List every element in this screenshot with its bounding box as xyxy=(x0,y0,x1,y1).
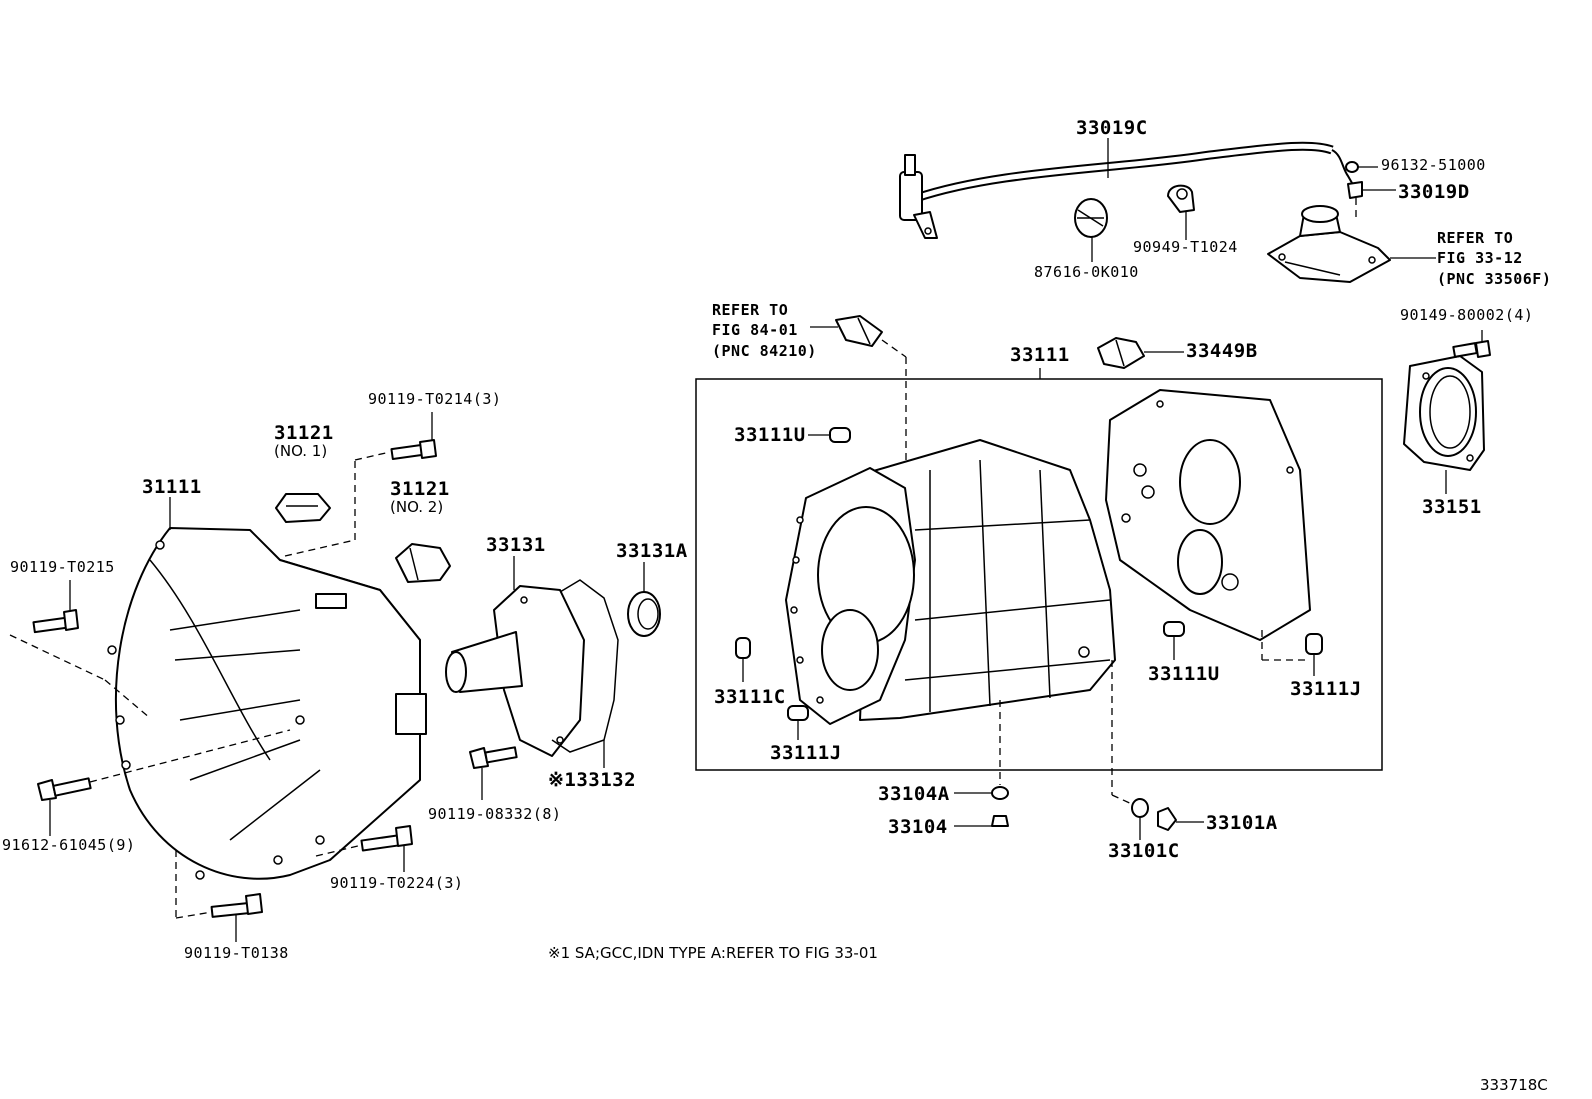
bolt-90119-08332 xyxy=(469,746,518,769)
rear-retainer-33151 xyxy=(1403,355,1485,471)
label-33104A: 33104A xyxy=(878,783,950,805)
bolt-90119-T0214 xyxy=(390,439,437,461)
extension-housing-ref xyxy=(1267,205,1391,283)
label-33131: 33131 xyxy=(486,534,546,556)
gasket-33101C xyxy=(1131,798,1149,818)
fitting-33019D xyxy=(1347,181,1363,199)
label-33111J-right: 33111J xyxy=(1290,678,1362,700)
plug-33101A xyxy=(1157,807,1177,831)
label-91612-61045: 91612-61045(9) xyxy=(2,836,136,854)
label-33111C: 33111C xyxy=(714,686,786,708)
label-31111: 31111 xyxy=(142,476,202,498)
bearing-retainer-33131 xyxy=(445,585,585,757)
figure-id: 333718C xyxy=(1480,1076,1548,1094)
plug-33111U-right xyxy=(1163,621,1185,637)
connector-33449B xyxy=(1097,337,1145,369)
gasket-33132 xyxy=(551,579,619,753)
label-33111U-right: 33111U xyxy=(1148,663,1220,685)
label-33111J-left: 33111J xyxy=(770,742,842,764)
label-33019C: 33019C xyxy=(1076,117,1148,139)
label-33104: 33104 xyxy=(888,816,948,838)
gasket-33104A xyxy=(991,786,1009,800)
label-31121-no1: 31121 xyxy=(274,422,334,444)
label-90119-T0138: 90119-T0138 xyxy=(184,944,289,962)
label-90119-08332: 90119-08332(8) xyxy=(428,805,562,823)
group-box-33111 xyxy=(695,378,1383,771)
clip-90949 xyxy=(1167,184,1195,213)
label-33111: 33111 xyxy=(1010,344,1070,366)
oil-seal-33131A xyxy=(627,591,661,637)
speed-sensor-ref xyxy=(835,315,883,347)
intermediate-plate xyxy=(1105,389,1311,641)
bolt-91612-61045 xyxy=(37,777,92,801)
label-31121-no2-sub: (NO. 2) xyxy=(390,498,444,516)
label-90149-80002: 90149-80002(4) xyxy=(1400,306,1534,324)
transmission-case-33111 xyxy=(785,439,1116,725)
label-31121-no1-sub: (NO. 1) xyxy=(274,442,328,460)
pin-33111C xyxy=(735,637,751,659)
label-90119-T0214: 90119-T0214(3) xyxy=(368,390,502,408)
pin-33111J-right xyxy=(1305,633,1323,655)
bolt-90119-T0215 xyxy=(32,609,79,634)
clamp-87616 xyxy=(1074,198,1108,238)
clutch-housing-31111 xyxy=(107,527,427,880)
label-refer-fig-33-12: REFER TO FIG 33-12 (PNC 33506F) xyxy=(1437,229,1552,288)
bolt-90119-T0138 xyxy=(210,893,263,918)
bolt-90119-T0224 xyxy=(360,825,413,852)
plug-33111U-top xyxy=(829,427,851,443)
bolt-90149 xyxy=(1452,340,1491,358)
label-31121-no2: 31121 xyxy=(390,478,450,500)
label-96132-51000: 96132-51000 xyxy=(1381,156,1486,174)
label-33019D: 33019D xyxy=(1398,181,1470,203)
label-33132: ※133132 xyxy=(548,769,637,791)
pin-33111J-left xyxy=(787,705,809,721)
clip-96132 xyxy=(1345,161,1359,173)
label-90119-T0224: 90119-T0224(3) xyxy=(330,874,464,892)
label-33449B: 33449B xyxy=(1186,340,1258,362)
cover-31121-no2 xyxy=(395,543,451,583)
label-33101C: 33101C xyxy=(1108,840,1180,862)
label-90949-T1024: 90949-T1024 xyxy=(1133,238,1238,256)
label-33131A: 33131A xyxy=(616,540,688,562)
label-33151: 33151 xyxy=(1422,496,1482,518)
footnote: ※1 SA;GCC,IDN TYPE A:REFER TO FIG 33-01 xyxy=(548,944,878,962)
breather-hose-assembly xyxy=(899,141,1357,239)
cover-31121-no1 xyxy=(275,493,331,523)
label-90119-T0215: 90119-T0215 xyxy=(10,558,115,576)
label-87616-0K010: 87616-0K010 xyxy=(1034,263,1139,281)
label-refer-fig-84-01: REFER TO FIG 84-01 (PNC 84210) xyxy=(712,301,817,360)
label-33101A: 33101A xyxy=(1206,812,1278,834)
plug-33104 xyxy=(991,815,1009,827)
label-33111U-top: 33111U xyxy=(734,424,806,446)
